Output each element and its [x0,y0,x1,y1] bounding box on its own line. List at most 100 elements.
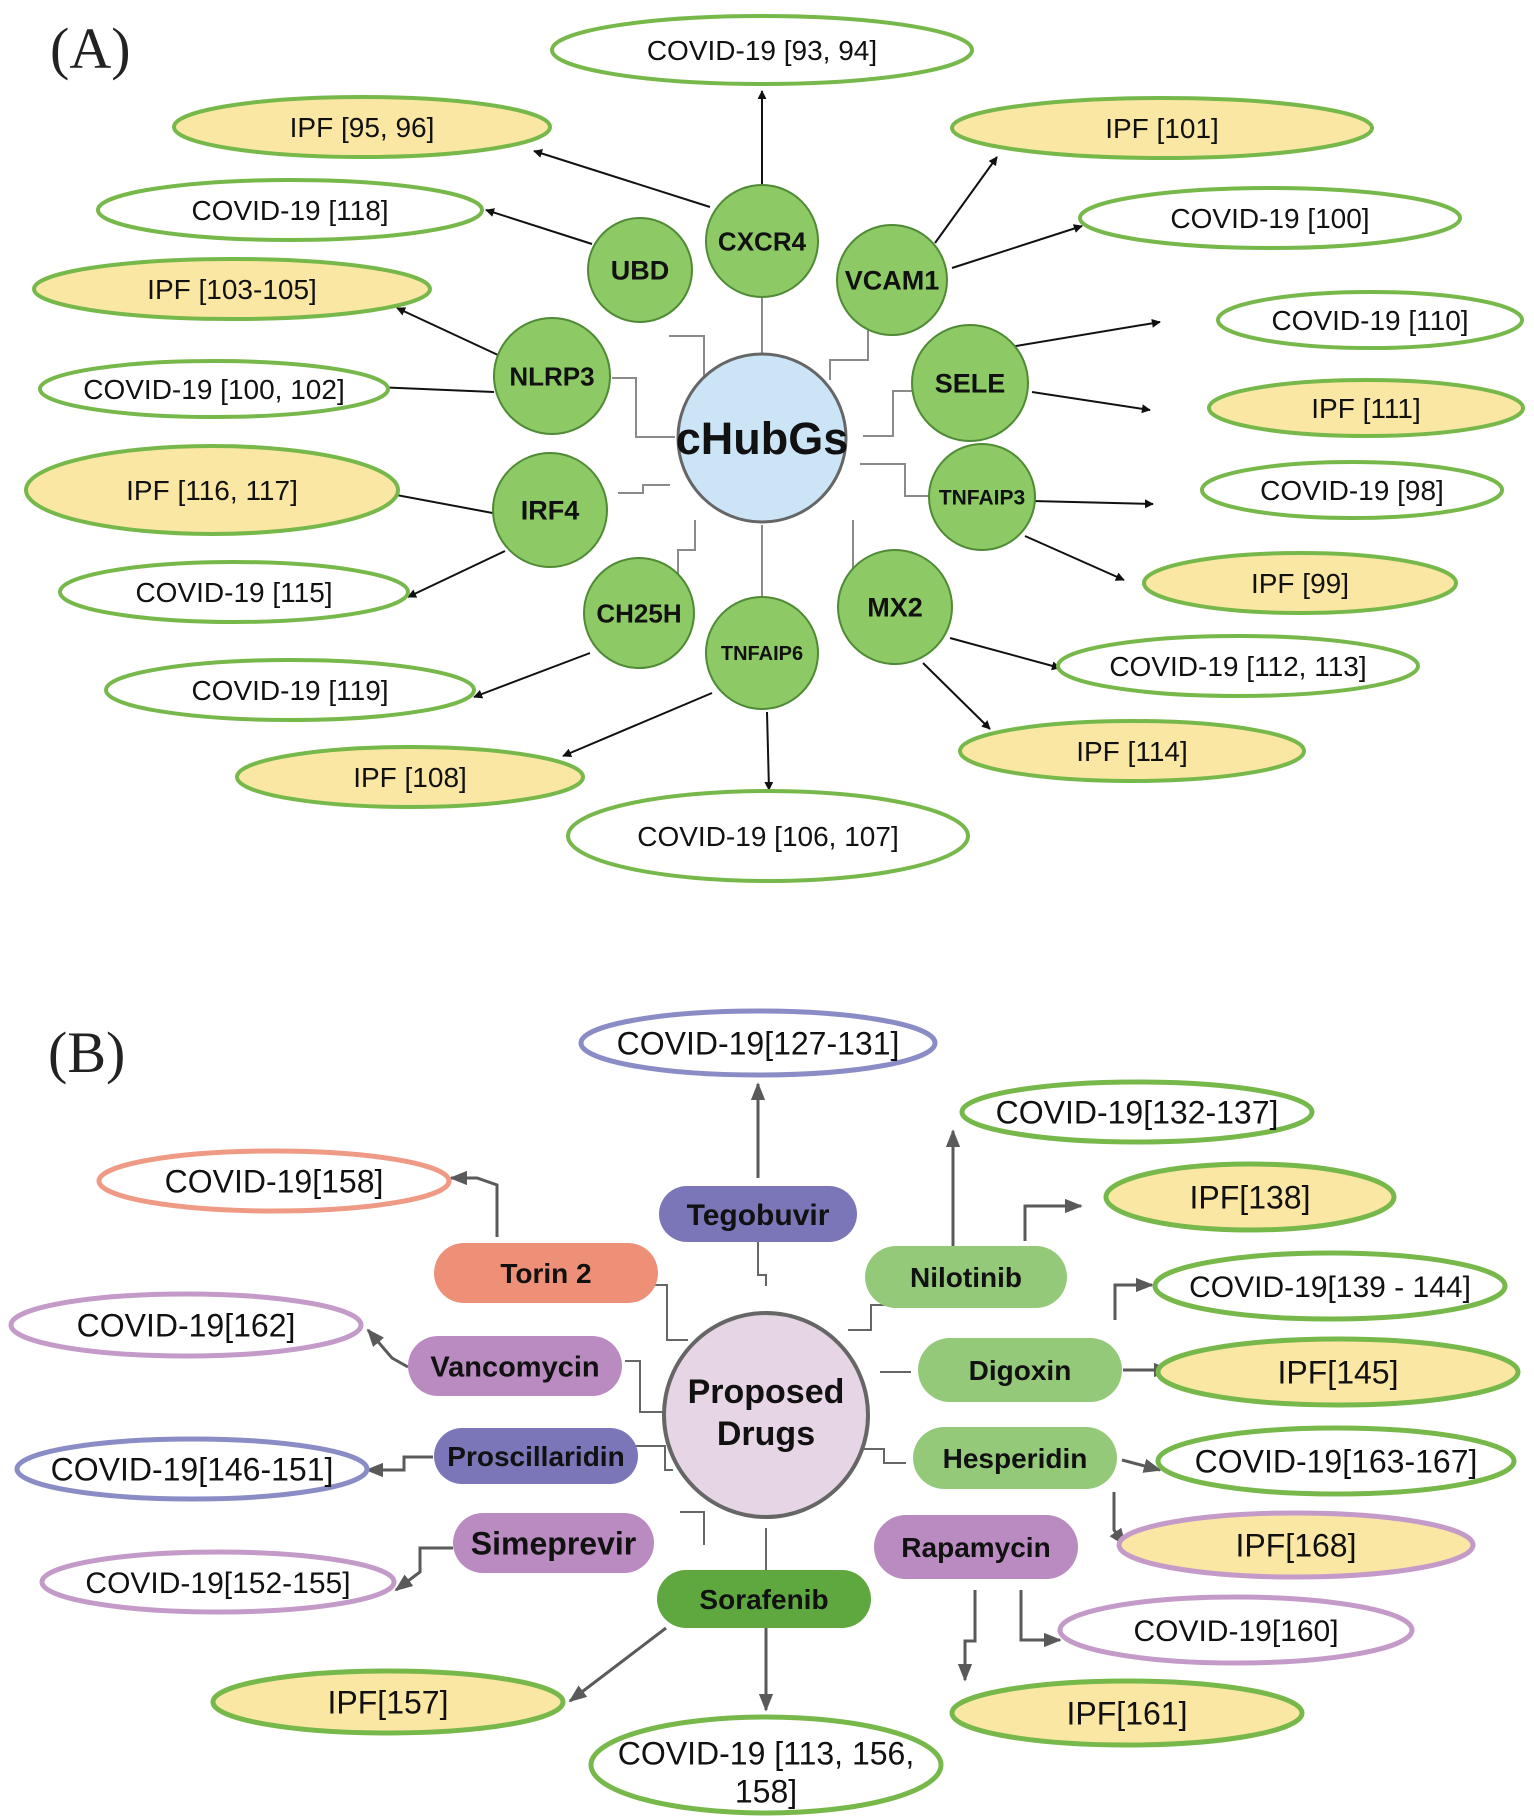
ref-label: IPF [114] [1076,736,1188,767]
panel-b-ref-covid-19-162: COVID-19[162] [8,1291,364,1359]
ref-oval [959,1079,1315,1145]
ref-oval [1207,378,1525,438]
gene-circle [492,452,608,568]
drug-pill [918,1338,1122,1402]
panel-b-ref-ipf-157: IPF[157] [210,1668,566,1736]
ref-oval [1200,460,1504,520]
panel-a-ref-covid-19-100: COVID-19 [100] [1078,186,1462,250]
drug-rapamycin: Rapamycin [874,1515,1078,1579]
gene-circle [705,596,819,710]
ref-label: COVID-19[127-131] [617,1026,900,1062]
panel-b-ref-ipf-161: IPF[161] [949,1678,1305,1748]
panel-a-ref-ipf-103-105: IPF [103-105] [32,257,432,321]
ref-label: COVID-19 [113, 156,158] [618,1736,914,1810]
panel-a-letter: (A) [50,16,131,81]
gene-sele: SELE [911,324,1029,442]
ref-label: IPF [108] [353,762,467,793]
drug-torin-2: Torin 2 [434,1243,658,1303]
ref-label: COVID-19[160] [1133,1615,1338,1648]
ref-label: COVID-19[163-167] [1195,1444,1478,1480]
ref-label: IPF [95, 96] [290,112,435,143]
gene-circle [928,443,1036,551]
proposed-drugs-line-1: Proposed [688,1373,845,1411]
panel-b-arrows [365,1082,1172,1712]
gene-irf4: IRF4 [492,452,608,568]
ref-label: COVID-19 [115] [135,577,332,608]
ref-oval [1216,290,1524,350]
ref-oval [14,1436,370,1502]
ref-label: COVID-19[139 - 144] [1189,1271,1471,1304]
drug-pill [657,1570,871,1628]
ref-label: COVID-19[152-155] [85,1567,350,1600]
ref-oval [1056,634,1420,698]
ref-oval [588,1714,944,1816]
drug-label: Sorafenib [699,1584,828,1615]
gene-label: SELE [935,369,1006,399]
ref-oval [958,719,1306,783]
panel-b-ref-covid-19-158: COVID-19[158] [96,1148,452,1214]
gene-circle [705,184,819,298]
gene-label: CH25H [596,598,681,628]
gene-nlrp3: NLRP3 [493,317,611,435]
gene-ubd: UBD [587,217,693,323]
ref-oval [58,560,410,624]
gene-vcam1: VCAM1 [836,224,948,336]
ref-oval [96,178,484,242]
drug-vancomycin: Vancomycin [408,1336,622,1396]
drug-hesperidin: Hesperidin [913,1427,1117,1489]
hub-circle [676,352,848,524]
drug-label: Rapamycin [901,1532,1050,1563]
gene-label: TNFAIP6 [721,643,803,665]
ref-oval [1103,1161,1397,1233]
ref-oval [172,95,552,159]
panel-b-ref-covid-19-152-155: COVID-19[152-155] [39,1549,397,1615]
panel-a-ref-ipf-99: IPF [99] [1142,551,1458,615]
gene-label: TNFAIP3 [939,487,1025,510]
panel-a-hub-connectors [612,297,931,639]
ref-oval [8,1291,364,1359]
ref-label: COVID-19 [100, 102] [83,374,344,405]
panel-a-ref-covid-19-118: COVID-19 [118] [96,178,484,242]
gene-tnfaip3: TNFAIP3 [928,443,1036,551]
panel-b-ref-ipf-138: IPF[138] [1103,1161,1397,1233]
ref-label: COVID-19[146-151] [51,1452,334,1488]
drug-label: Hesperidin [943,1443,1088,1474]
ref-label: IPF[168] [1236,1528,1357,1564]
panel-b-ref-covid-19-160: COVID-19[160] [1057,1594,1415,1666]
gene-circle [587,217,693,323]
ref-label: COVID-19 [118] [191,195,388,226]
ref-label-line-2: 158] [735,1774,797,1810]
ref-label: COVID-19[158] [165,1164,384,1200]
proposed-drugs-circle [662,1311,870,1519]
ref-label: IPF [101] [1105,113,1219,144]
gene-label: NLRP3 [509,361,594,391]
gene-mx2: MX2 [837,549,953,665]
drug-pill [913,1427,1117,1489]
ref-oval [104,658,476,722]
panel-b-ref-ipf-168: IPF[168] [1116,1510,1476,1580]
panel-a-ref-covid-19-98: COVID-19 [98] [1200,460,1504,520]
ref-label: IPF[157] [328,1685,449,1721]
ref-label: IPF [99] [1251,568,1349,599]
gene-label: UBD [611,256,670,286]
panel-b-ref-covid-19-113-156-158: COVID-19 [113, 156,158] [588,1714,944,1816]
gene-circle [493,317,611,435]
ref-oval [38,359,390,419]
panel-a-ref-covid-19-93-94: COVID-19 [93, 94] [550,14,974,86]
ref-label: COVID-19 [93, 94] [647,35,877,66]
ref-oval [1155,1336,1521,1408]
panel-b-ref-covid-19-163-167: COVID-19[163-167] [1155,1425,1517,1497]
ref-label: COVID-19 [106, 107] [637,821,898,852]
ref-oval [1078,186,1462,250]
gene-circle [836,224,948,336]
gene-cxcr4: CXCR4 [705,184,819,298]
ref-oval [39,1549,397,1615]
panel-a-ref-covid-19-115: COVID-19 [115] [58,560,410,624]
ref-oval [96,1148,452,1214]
ref-label: IPF [103-105] [147,274,317,305]
drug-label: Nilotinib [910,1262,1022,1293]
panel-b-ref-covid-19-127-131: COVID-19[127-131] [578,1008,938,1078]
drug-label: Tegobuvir [687,1199,830,1232]
